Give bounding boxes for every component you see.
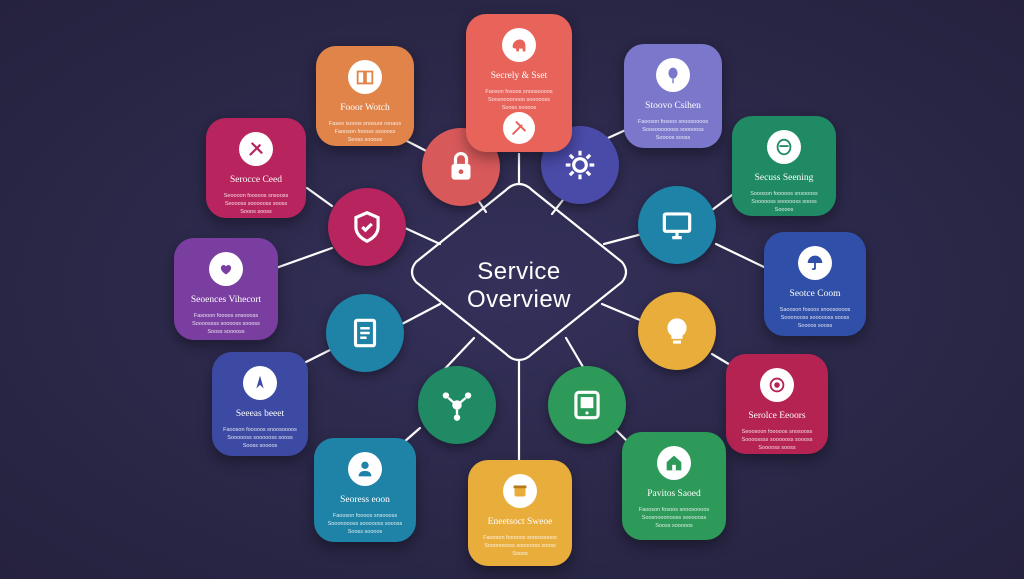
center-title: Service Overview	[404, 258, 634, 314]
card-label: Seotce Coom	[789, 289, 841, 299]
link-shield-seoences	[274, 246, 334, 270]
target-icon	[760, 368, 794, 402]
lock-icon	[451, 152, 471, 180]
link-doc-seeeas	[304, 348, 332, 364]
link-monitor-center	[602, 232, 644, 246]
hub-monitor[interactable]	[638, 186, 716, 264]
hub-shield[interactable]	[328, 188, 406, 266]
card-label: Serolce Eeoors	[748, 411, 806, 421]
shield-icon	[354, 211, 380, 244]
card-label: Fooor Wotch	[340, 103, 390, 113]
card-label: Serocce Ceed	[230, 175, 282, 185]
link-monitor-seotce	[714, 242, 768, 270]
link-net-seoress	[402, 426, 422, 444]
link-shield-serioce	[305, 186, 334, 208]
center-node: Service Overview	[404, 180, 634, 366]
card-label: Secuss Seening	[754, 173, 814, 183]
tools-icon	[503, 112, 535, 144]
monitor-icon	[662, 212, 692, 240]
card-label: Stoovo Csihen	[645, 101, 701, 111]
center-title-line2: Overview	[466, 286, 572, 313]
gear-icon	[565, 150, 595, 180]
umbrella-icon	[798, 246, 832, 280]
card-label: Seoences Vihecort	[190, 295, 262, 305]
link-bulb-center	[600, 302, 642, 322]
card-serolce-eeoors[interactable]: Serolce Eeoors Seoosoon fooooos snosooss…	[726, 354, 828, 454]
hub-lightbulb[interactable]	[638, 292, 716, 370]
document-icon	[353, 318, 377, 348]
link-shield-center	[403, 226, 442, 246]
network-icon	[442, 392, 472, 421]
robot-icon	[503, 474, 537, 508]
hub-network[interactable]	[418, 366, 496, 444]
card-eneetsoct-sweoe[interactable]: Eneetsoct Sweoe Faooson fooooos snoosooo…	[468, 460, 572, 566]
compass-icon	[243, 366, 277, 400]
lightbulb-icon	[667, 318, 687, 344]
book-icon	[348, 60, 382, 94]
card-label: Seeeas beeet	[235, 409, 285, 419]
person-icon	[348, 452, 382, 486]
house-icon	[657, 446, 691, 480]
mask-icon	[767, 130, 801, 164]
card-seoences-vihecort[interactable]: Seoences Vihecort Fasooon foooos snsooos…	[174, 238, 278, 340]
balloon-icon	[656, 58, 690, 92]
link-doc-center	[400, 302, 442, 326]
card-label: Seoress eoon	[340, 495, 390, 505]
elephant-icon	[502, 28, 536, 62]
tools-icon	[239, 132, 273, 166]
hub-document[interactable]	[326, 294, 404, 372]
heart-hand-icon	[209, 252, 243, 286]
center-title-line1: Service	[477, 258, 561, 285]
card-label: Secrely & Sset	[490, 71, 548, 81]
card-label: Pavitos Saoed	[647, 489, 701, 499]
hub-tablet[interactable]	[548, 366, 626, 444]
tablet-icon	[574, 390, 600, 420]
card-label: Eneetsoct Sweoe	[487, 517, 553, 527]
